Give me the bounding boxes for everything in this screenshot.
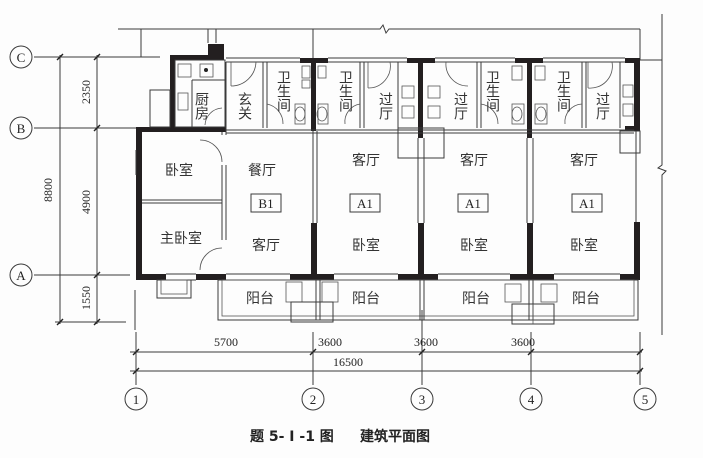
dim-bottom-5700: 5700 [214,335,238,349]
living-label-a1-3: 客厅 [570,152,598,169]
dim-bottom-3600-3: 3600 [511,335,535,349]
hall-label-1: 过厅 [377,92,393,120]
dim-bottom-3600-1: 3600 [318,335,342,349]
axis-label-b: B [17,121,26,136]
bath-label-3: 卫生间 [484,70,500,113]
dining-label: 餐厅 [248,163,276,179]
figure-caption: 题 5- Ⅰ -1 图 建筑平面图 [250,428,430,445]
axis-label-4: 4 [528,392,535,407]
walls [136,44,640,280]
bath-label-4: 卫生间 [555,70,571,113]
room-labels: 厨房 玄关 卫生间 卫生间 过厅 过厅 卫生间 卫生间 过厅 卧室 主卧室 餐厅… [160,70,610,307]
balcony-label-1: 阳台 [246,291,274,307]
unit-tags: B1 A1 A1 A1 [250,193,603,213]
caption-prefix: 题 5- Ⅰ -1 图 [250,429,334,445]
dim-left-total: 8800 [41,178,55,202]
dim-bottom-3600-2: 3600 [414,335,438,349]
dim-left-4900: 4900 [79,190,93,214]
bedroom-label-a1-2: 卧室 [460,237,488,254]
bath-label-1: 卫生间 [275,70,291,113]
axis-label-c: C [17,50,26,65]
balcony-label-4: 阳台 [572,291,600,307]
partitions [135,57,641,325]
unit-tag-a1-2: A1 [465,196,481,211]
axis-label-1: 1 [133,392,140,407]
bedroom-label-a1-1: 卧室 [352,237,380,254]
hall-label-2: 过厅 [452,92,468,120]
left-dimensions: 8800 2350 4900 1550 C B A [9,45,160,330]
axis-label-3: 3 [419,392,426,407]
bedroom-label-a1-3: 卧室 [570,237,598,254]
living-label-a1-1: 客厅 [352,152,380,169]
master-bedroom-label: 主卧室 [160,230,202,247]
dim-bottom-total: 16500 [333,355,363,369]
unit-tag-b1: B1 [258,196,273,211]
bottom-dimensions: 5700 3600 3600 3600 16500 1 2 3 4 5 [124,310,657,411]
entry-label: 玄关 [236,91,252,120]
dim-left-1550: 1550 [79,286,93,310]
balcony-label-2: 阳台 [352,291,380,307]
unit-tag-a1-3: A1 [579,196,595,211]
hall-label-3: 过厅 [594,92,610,120]
axis-label-5: 5 [642,392,649,407]
axis-label-a: A [16,268,26,283]
kitchen-label: 厨房 [193,92,209,120]
unit-tag-a1-1: A1 [357,196,373,211]
living-label-b1: 客厅 [252,237,280,254]
balcony-label-3: 阳台 [462,291,490,307]
bedroom-label-b1: 卧室 [165,162,193,179]
axis-label-2: 2 [310,392,317,407]
living-label-a1-2: 客厅 [460,152,488,169]
bath-label-2: 卫生间 [337,70,353,113]
dim-left-2350: 2350 [79,80,93,104]
context-lines [118,14,667,335]
caption-name: 建筑平面图 [360,428,430,445]
